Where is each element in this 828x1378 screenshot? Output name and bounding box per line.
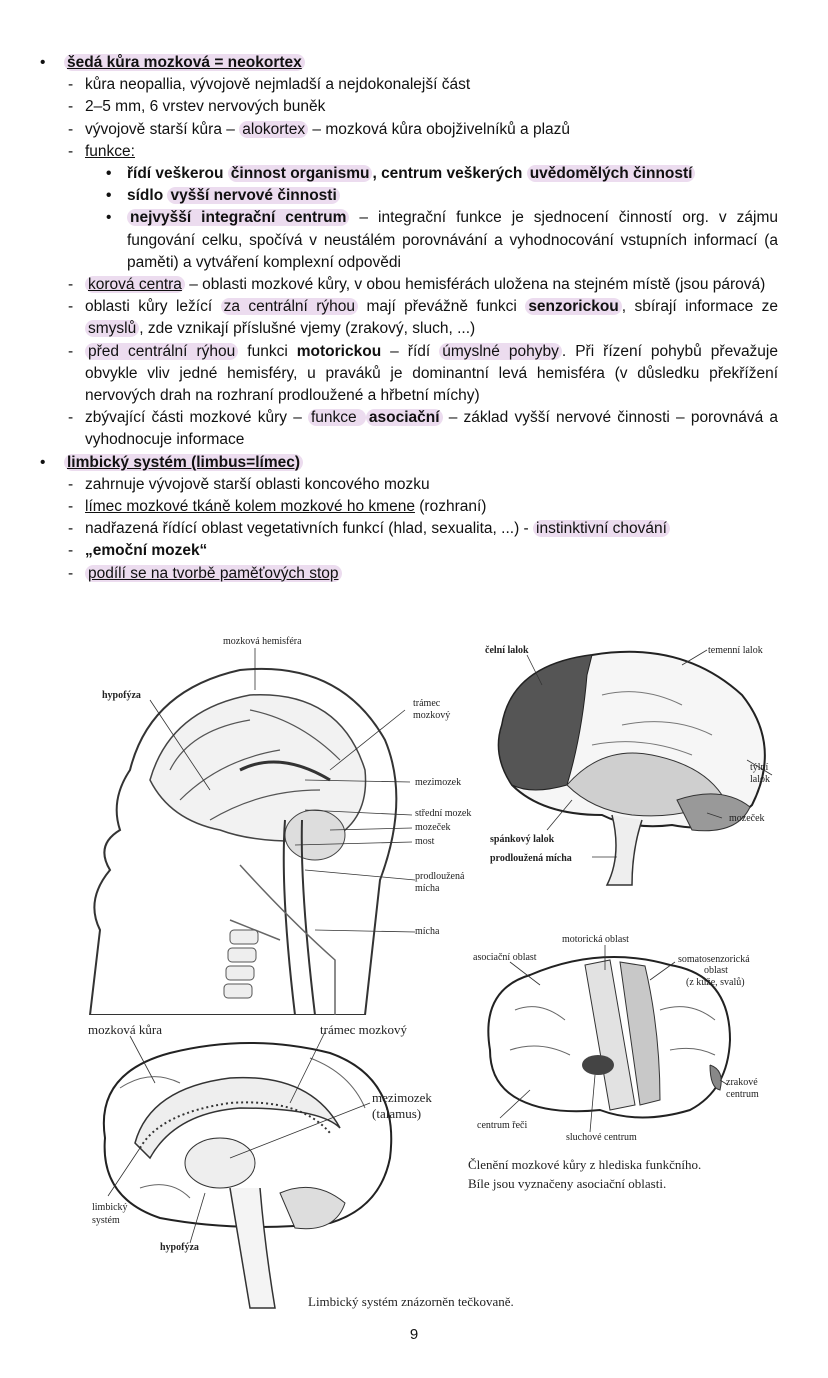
- label-zrakove: zrakové: [726, 1077, 758, 1088]
- label-mozecek: mozeček: [415, 822, 451, 833]
- sub-item: •nejvyšší integrační centrum – integračn…: [106, 209, 778, 271]
- caption-functional-2: Bíle jsou vyznačeny asociační oblasti.: [468, 1176, 667, 1191]
- sub-item: •sídlo vyšší nervové činnosti: [0, 185, 828, 207]
- list-item: -oblasti kůry ležící za centrální rýhou …: [68, 298, 779, 338]
- label-hypofyza: hypofýza: [102, 690, 141, 701]
- list-item: -korová centra – oblasti mozkové kůry, v…: [68, 276, 766, 294]
- list-item: -zbývající části mozkové kůry – funkce a…: [68, 409, 779, 449]
- label-sluchove-centrum: sluchové centrum: [566, 1132, 637, 1143]
- caption-limbic: Limbický systém znázorněn tečkovaně.: [308, 1294, 514, 1309]
- caption-functional-1: Členění mozkové kůry z hlediska funkčníh…: [468, 1157, 702, 1172]
- label-prodlouzena: prodloužená: [415, 871, 465, 882]
- label-mozecek-2: mozeček: [729, 813, 765, 824]
- notes-text: •šedá kůra mozková = neokortex -kůra neo…: [0, 52, 828, 585]
- list-item: -„emoční mozek“: [68, 542, 208, 560]
- heading-limbic: •limbický systém (limbus=límec): [0, 452, 828, 474]
- functional-areas-figure: motorická oblast asociační oblast somato…: [473, 934, 759, 1143]
- svg-text:(talamus): (talamus): [372, 1106, 421, 1121]
- page-number: 9: [409, 1326, 419, 1343]
- label-mozkova-kura: mozková kůra: [88, 1022, 162, 1037]
- label-somatosenzoricka: somatosenzorická: [678, 954, 750, 965]
- label-micha: mícha: [415, 926, 440, 937]
- label-mozkova-hemisfera: mozková hemisféra: [223, 636, 302, 647]
- label-spankovy-lalok: spánkový lalok: [490, 834, 555, 845]
- sub-item: •řídí veškerou činnost organismu, centru…: [0, 163, 828, 185]
- label-motoricka-oblast: motorická oblast: [562, 934, 629, 945]
- sagittal-head-figure: mozková hemisféra hypofýza trámec mozkov…: [88, 636, 471, 1015]
- label-celni-lalok: čelní lalok: [485, 645, 529, 656]
- list-item: -kůra neopallia, vývojově nejmladší a ne…: [68, 76, 471, 94]
- heading-neokortex: •šedá kůra mozková = neokortex: [0, 52, 828, 74]
- label-tramec: trámec: [413, 698, 441, 709]
- limbic-system-figure: mozková kůra trámec mozkový mezimozek (t…: [88, 1022, 432, 1309]
- label-tramec-mozkovy: trámec mozkový: [320, 1022, 407, 1037]
- list-item: -zahrnuje vývojově starší oblasti koncov…: [68, 475, 430, 493]
- label-tylni: týlní: [750, 762, 769, 773]
- svg-text:(z kůže, svalů): (z kůže, svalů): [686, 977, 745, 988]
- label-mezimozek-2: mezimozek: [372, 1090, 432, 1105]
- svg-text:oblast: oblast: [704, 965, 728, 976]
- heading-text: šedá kůra mozková = neokortex: [64, 54, 305, 71]
- list-item: -2–5 mm, 6 vrstev nervových buněk: [68, 98, 326, 116]
- label-prodlouzena-micha: prodloužená mícha: [490, 853, 572, 864]
- brain-lobes-figure: čelní lalok temenní lalok týlní lalok mo…: [485, 645, 773, 886]
- list-item: -nadřazená řídící oblast vegetativních f…: [0, 518, 828, 540]
- label-stredni-mozek: střední mozek: [415, 808, 471, 819]
- svg-text:centrum: centrum: [726, 1089, 759, 1100]
- label-hypofyza-2: hypofýza: [160, 1242, 199, 1253]
- svg-text:lalok: lalok: [750, 774, 770, 785]
- list-item: -před centrální rýhou funkci motorickou …: [68, 342, 778, 405]
- label-centrum-reci: centrum řeči: [477, 1120, 527, 1131]
- list-item: -podílí se na tvorbě paměťových stop: [0, 563, 828, 585]
- list-item: -vývojově starší kůra – alokortex – mozk…: [68, 120, 571, 138]
- svg-text:mícha: mícha: [415, 883, 440, 894]
- label-mezimozek: mezimozek: [415, 777, 461, 788]
- svg-text:systém: systém: [92, 1215, 120, 1226]
- list-item: -funkce:: [68, 142, 135, 160]
- label-temenni-lalok: temenní lalok: [708, 645, 763, 656]
- label-asociacni-oblast: asociační oblast: [473, 952, 537, 963]
- label-limbicky: limbický: [92, 1202, 128, 1213]
- list-item: -límec mozkové tkáně kolem mozkové ho km…: [68, 498, 487, 516]
- label-most: most: [415, 836, 435, 847]
- svg-text:mozkový: mozkový: [413, 710, 450, 721]
